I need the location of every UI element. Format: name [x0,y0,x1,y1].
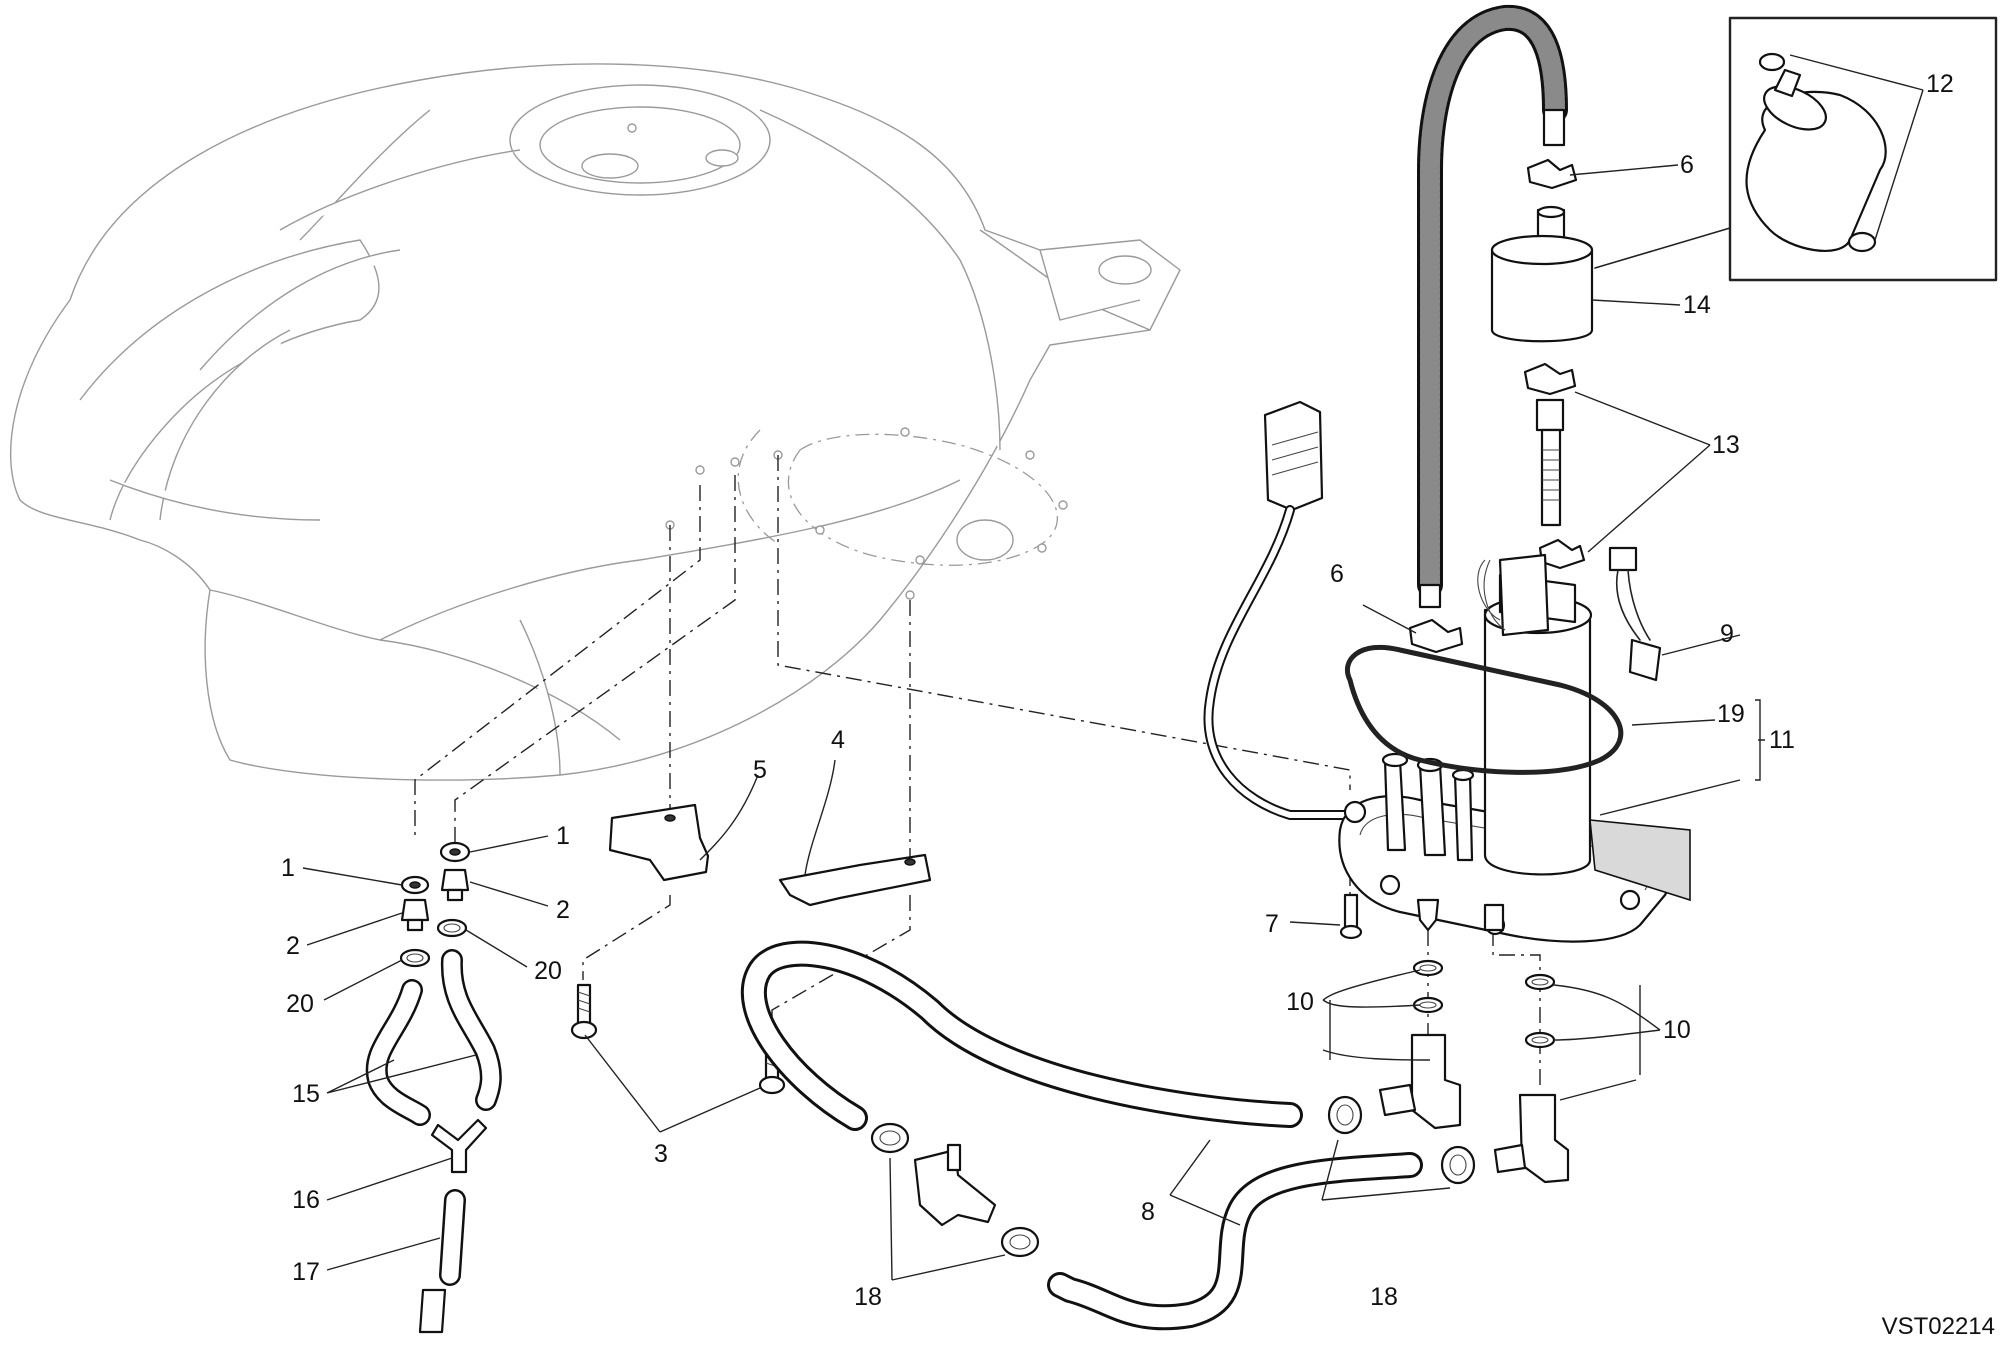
callout-14: 14 [1683,291,1711,319]
brackets-and-screws [570,803,932,1095]
union-left [1410,1033,1462,1130]
inset-clip-top [1758,52,1786,72]
callout-18-left: 18 [854,1283,882,1311]
callout-18-right: 18 [1370,1283,1398,1311]
callout-9: 9 [1720,620,1734,648]
oring-10-c [1524,973,1556,991]
leader-lines [302,54,1924,1281]
callout-4: 4 [831,726,845,754]
union-right [1518,1093,1570,1184]
union-2-left [400,898,430,922]
bracket-4 [778,853,932,907]
callout-7: 7 [1265,910,1279,938]
orings-and-unions [1378,959,1570,1184]
callout-3: 3 [654,1140,668,1168]
callout-19: 19 [1717,700,1745,728]
inset-clip-bottom [1847,231,1877,253]
bracket-5 [608,803,710,882]
callout-6-pump: 6 [1330,560,1344,588]
clip-20-right [436,918,468,938]
callout-6-top: 6 [1680,151,1694,179]
drawing-code: VST02214 [1882,1313,1995,1340]
callout-17: 17 [292,1258,320,1286]
pump-body [1483,608,1592,876]
corrugated-fuel-hose [1417,4,1568,609]
callout-16: 16 [292,1186,320,1214]
clip-6-top [1526,158,1578,190]
clip-13-top [1523,362,1577,396]
callout-20-left: 20 [286,990,314,1018]
clamp-18-a [870,1122,910,1154]
fuel-level-sensor-9 [1608,546,1662,682]
fuel-filter-14 [1490,205,1594,343]
union-2-right [440,868,470,892]
callout-11: 11 [1769,726,1795,754]
callout-5: 5 [753,756,767,784]
callout-1-right: 1 [556,822,570,850]
pump-wiring-harness [1203,400,1350,820]
y-joint-16 [430,1118,488,1174]
fuel-tank [9,63,1181,781]
oring-10-a [1412,959,1444,977]
callout-2-left: 2 [286,932,300,960]
callout-1-left: 1 [281,854,295,882]
callout-10-right: 10 [1663,1016,1691,1044]
callout-labels: 1 1 2 2 3 4 5 6 6 7 8 9 10 10 11 12 13 1… [281,70,1995,1340]
breather-hose-assembly [365,841,502,1334]
clip-20-left [399,948,431,968]
gasket-19 [1345,644,1624,775]
clamp-18-b [1000,1226,1040,1258]
callout-10-left: 10 [1286,988,1314,1016]
fuel-pump-assembly-11 [1338,553,1691,943]
callout-15: 15 [292,1080,320,1108]
callout-20-right: 20 [534,957,562,985]
clip-13-bottom [1538,538,1586,570]
callout-8: 8 [1141,1198,1155,1226]
filter-outlet-pipe [1535,398,1565,527]
callout-13: 13 [1712,431,1740,459]
callout-2-right: 2 [556,896,570,924]
clip-6-pump [1408,618,1464,654]
fuel-filter-assembly [1490,158,1594,570]
filter-detail-inset [1594,16,1998,282]
screw-7 [1339,893,1363,940]
screw-3-left [570,983,598,1040]
clamp-18-d [1440,1145,1476,1185]
callout-12: 12 [1926,70,1954,98]
oring-10-d [1524,1031,1556,1049]
fuel-hoses-8 [741,940,1476,1331]
clamp-18-c [1327,1095,1363,1135]
connector [1263,400,1324,512]
